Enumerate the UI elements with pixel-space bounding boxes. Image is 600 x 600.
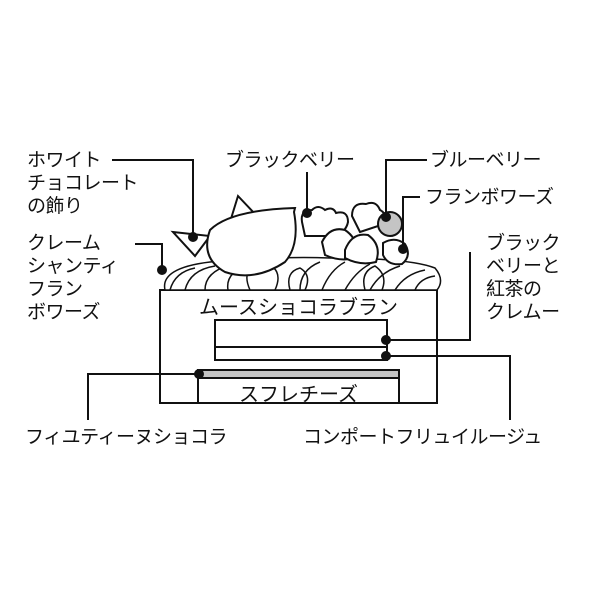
label-souffle: スフレチーズ xyxy=(239,382,358,406)
label-cremeux: ブラック ベリーと 紅茶の クレムー xyxy=(486,232,561,324)
label-framboise: フランボワーズ xyxy=(425,186,554,208)
label-blackberry: ブラックベリー xyxy=(225,149,355,171)
label-white-choco: ホワイト チョコレート の飾り xyxy=(27,149,139,218)
label-line: フラン xyxy=(27,278,83,300)
label-line: の飾り xyxy=(27,195,83,217)
label-creme-chantilly: クレーム シャンティ フラン ボワーズ xyxy=(27,232,119,324)
label-feuilletine: フィユティーヌショコラ xyxy=(25,426,227,448)
white-choco-deco xyxy=(206,206,297,277)
label-mousse: ムースショコラブラン xyxy=(199,295,398,319)
leader-dots xyxy=(157,208,408,379)
souffle-layer xyxy=(197,377,400,404)
leader-lines xyxy=(87,159,511,420)
label-line: ホワイト xyxy=(27,149,102,171)
feuilletine-layer xyxy=(197,369,400,379)
label-line: チョコレート xyxy=(27,172,139,194)
label-line: クレーム xyxy=(27,232,101,254)
label-line: ベリーと xyxy=(486,255,561,277)
label-line: シャンティ xyxy=(27,255,119,277)
label-line: クレムー xyxy=(486,301,560,323)
label-blueberry: ブルーベリー xyxy=(430,149,542,171)
label-line: ボワーズ xyxy=(27,301,101,323)
compote-layer xyxy=(214,346,388,361)
label-line: ブラック xyxy=(486,232,561,254)
label-line: 紅茶の xyxy=(486,278,542,300)
raspberry-2 xyxy=(344,233,379,265)
cremeux-layer xyxy=(214,319,388,348)
label-compote: コンポートフリュイルージュ xyxy=(303,426,542,448)
